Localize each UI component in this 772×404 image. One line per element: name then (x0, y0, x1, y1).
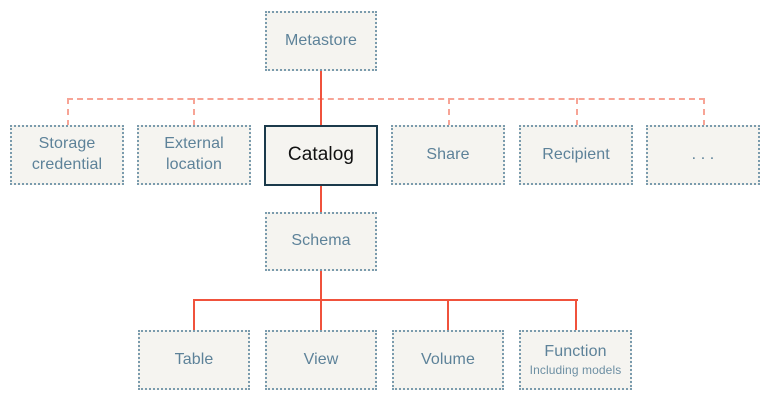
node-metastore[interactable]: Metastore (265, 11, 377, 71)
node-external-location[interactable]: External location (137, 125, 251, 185)
node-catalog-label: Catalog (287, 144, 355, 166)
node-volume-label: Volume (421, 350, 475, 368)
connector-drop-share (448, 98, 450, 126)
connector-metastore-stem (320, 71, 322, 98)
connector-drop-table (193, 299, 195, 330)
connector-schema-stem (320, 271, 322, 299)
node-table[interactable]: Table (138, 330, 250, 390)
connector-drop-recipient (576, 98, 578, 126)
node-catalog[interactable]: Catalog (264, 125, 378, 186)
node-more-label: . . . (691, 145, 715, 163)
node-view[interactable]: View (265, 330, 377, 390)
connector-drop-more (703, 98, 705, 126)
node-recipient-label: Recipient (542, 145, 610, 163)
node-function-label: Function (544, 342, 607, 360)
node-storage-credential-label: Storage credential (31, 135, 103, 173)
connector-drop-view (320, 299, 322, 330)
node-function-sublabel: Including models (529, 363, 622, 378)
node-recipient[interactable]: Recipient (519, 125, 633, 185)
node-metastore-label: Metastore (284, 31, 358, 49)
node-share[interactable]: Share (391, 125, 505, 185)
connector-drop-volume (447, 299, 449, 330)
node-schema[interactable]: Schema (265, 212, 377, 271)
node-schema-label: Schema (291, 232, 351, 250)
connector-drop-catalog (320, 98, 322, 126)
node-table-label: Table (174, 350, 214, 368)
node-volume[interactable]: Volume (392, 330, 504, 390)
node-storage-credential[interactable]: Storage credential (10, 125, 124, 185)
node-function[interactable]: Function Including models (519, 330, 632, 390)
node-view-label: View (303, 350, 339, 368)
node-more[interactable]: . . . (646, 125, 760, 185)
connector-schema-bus (194, 299, 578, 301)
connector-metastore-bus (67, 98, 705, 100)
node-share-label: Share (426, 145, 470, 163)
connector-drop-function (575, 299, 577, 330)
connector-drop-external-location (193, 98, 195, 126)
connector-catalog-to-schema (320, 186, 322, 212)
connector-drop-storage-credential (67, 98, 69, 126)
node-external-location-label: External location (164, 135, 224, 173)
